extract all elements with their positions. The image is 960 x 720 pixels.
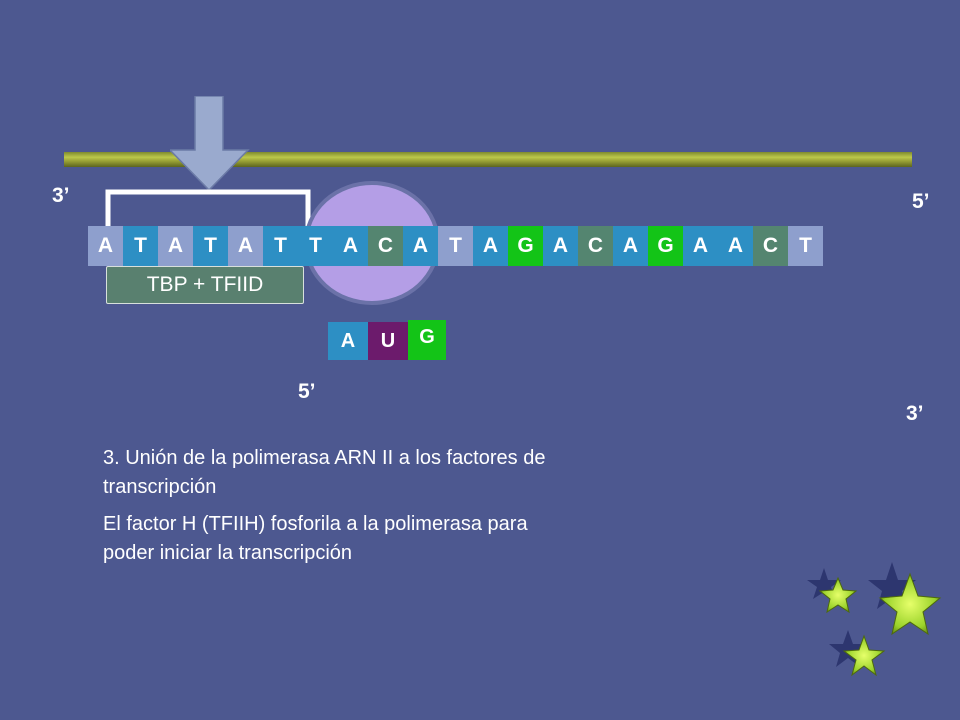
dna-base: C	[578, 226, 613, 266]
tbp-tfiid-label: TBP + TFIID	[146, 273, 264, 296]
label-5-prime-top-right: 5’	[912, 190, 930, 213]
dna-base: A	[88, 226, 123, 266]
dna-base: T	[298, 226, 333, 266]
down-arrow-icon	[170, 96, 250, 192]
dna-base: T	[123, 226, 158, 266]
dna-base: A	[543, 226, 578, 266]
dna-base: G	[508, 226, 543, 266]
step-body: El factor H (TFIIH) fosforila a la polim…	[103, 513, 528, 564]
stars-decoration-icon	[807, 562, 942, 677]
tata-bracket	[105, 189, 311, 228]
dna-base: C	[753, 226, 788, 266]
dna-base: A	[683, 226, 718, 266]
rna-base-g: G	[408, 320, 446, 360]
dna-base: A	[158, 226, 193, 266]
step-heading: 3. Unión de la polimerasa ARN II a los f…	[103, 447, 546, 498]
dna-base: A	[718, 226, 753, 266]
dna-base: T	[788, 226, 823, 266]
dna-base: G	[648, 226, 683, 266]
rna-base-a: A	[328, 322, 368, 360]
dna-base: A	[473, 226, 508, 266]
label-5-prime-rna: 5’	[298, 380, 316, 403]
rna-base-u: U	[368, 322, 408, 360]
dna-base: T	[263, 226, 298, 266]
dna-base: T	[193, 226, 228, 266]
label-3-prime-bottom-right: 3’	[906, 402, 924, 425]
dna-base: T	[438, 226, 473, 266]
dna-base: A	[403, 226, 438, 266]
description-text: 3. Unión de la polimerasa ARN II a los f…	[103, 444, 583, 576]
tbp-tfiid-box: TBP + TFIID	[106, 266, 304, 304]
dna-backbone-bar	[64, 152, 912, 167]
dna-base: A	[613, 226, 648, 266]
dna-base: C	[368, 226, 403, 266]
label-3-prime-top-left: 3’	[52, 184, 70, 207]
dna-base: A	[228, 226, 263, 266]
dna-base: A	[333, 226, 368, 266]
